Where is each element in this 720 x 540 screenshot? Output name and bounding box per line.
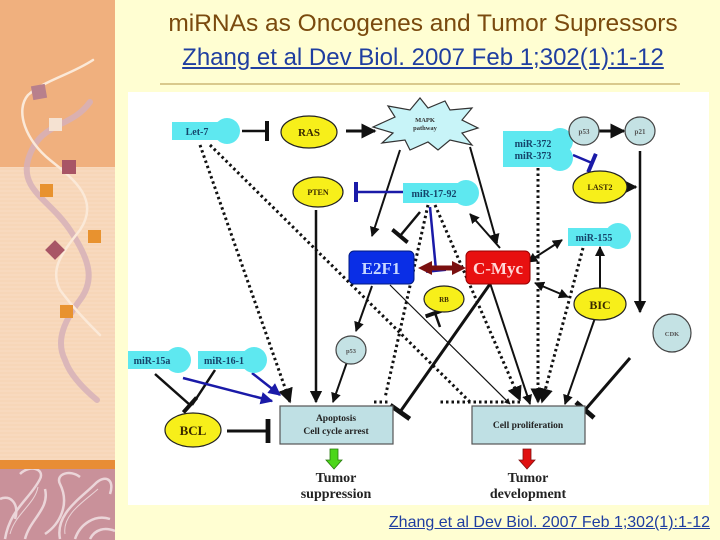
helix-square-mauve [30, 83, 48, 101]
label-cell-cycle-arrest: Cell cycle arrest [303, 427, 369, 437]
label-e2f1: E2F1 [362, 259, 401, 278]
label-last2: LAST2 [588, 183, 613, 192]
edge-mapk-cmyc [469, 146, 500, 244]
dna-helix-decoration [21, 58, 102, 403]
green-down-arrow-icon [325, 448, 343, 470]
node-rb[interactable]: RB [423, 285, 465, 313]
helix-square-orange [60, 305, 73, 318]
label-mir15a: miR-15a [134, 356, 171, 367]
node-last2[interactable]: LAST2 [572, 170, 628, 204]
node-cdk[interactable]: CDK [652, 313, 692, 353]
edge-e2f1-proliferation [389, 284, 511, 405]
node-mapk-pathway[interactable]: MAPK pathway [371, 97, 480, 151]
edge-e2f1-cmyc [418, 261, 466, 275]
edge-mir155-proliferation [538, 247, 585, 404]
label-cmyc: C-Myc [473, 259, 523, 278]
label-mir372: miR-372 [515, 139, 552, 150]
label-pten: PTEN [307, 188, 329, 197]
node-let7[interactable]: Let-7 [172, 118, 240, 144]
helix-square-orange [88, 230, 101, 243]
title-divider [160, 83, 680, 85]
label-p53-mid: p53 [346, 348, 357, 355]
footer-citation-link[interactable]: Zhang et al Dev Biol. 2007 Feb 1;302(1):… [388, 514, 710, 531]
edge-cdk-proliferation [574, 357, 632, 420]
node-mir372-373[interactable]: miR-372 miR-373 [503, 128, 573, 171]
edge-mir372-last2 [572, 153, 598, 173]
activation-links [309, 123, 647, 405]
edge-cmyc-mir1792 [469, 213, 501, 249]
label-bcl: BCL [180, 423, 207, 438]
label-mir155: miR-155 [576, 233, 613, 244]
node-mir15a[interactable]: miR-15a [128, 347, 191, 373]
helix-square-plum [62, 160, 76, 174]
edge-cmyc-proliferation [489, 282, 532, 405]
edge-bic-proliferation [563, 317, 596, 405]
edge-mir1792-rb [425, 206, 447, 273]
label-p21: p21 [635, 128, 646, 136]
edge-p53-apoptosis [331, 361, 348, 403]
red-down-arrow-icon [518, 448, 536, 470]
edge-cmyc-apoptosis [388, 283, 492, 421]
label-mir373: miR-373 [515, 151, 552, 162]
label-tumor-suppression-1: Tumor [316, 471, 357, 486]
edge-mir161-apoptosis [251, 372, 281, 396]
label-mir161: miR-16-1 [204, 356, 244, 367]
sidebar-top-panel [0, 0, 115, 167]
sidebar-paisley-pattern [0, 469, 115, 540]
edge-cmyc-mir155 [527, 239, 563, 263]
pathway-svg: Let-7 miR-17-92 miR-372 miR-373 miR-155 … [128, 97, 692, 502]
label-tumor-development-2: development [490, 487, 567, 502]
edge-mir15a-apoptosis [182, 376, 274, 405]
label-bic: BIC [589, 298, 610, 312]
slide-title: miRNAs as Oncogenes and Tumor Supressors [168, 10, 678, 37]
node-cmyc[interactable]: C-Myc [465, 250, 531, 285]
label-rb: RB [439, 296, 449, 304]
node-pten[interactable]: PTEN [292, 176, 344, 208]
label-ras: RAS [298, 127, 320, 139]
label-apoptosis: Apoptosis [316, 414, 356, 424]
edge-mir15a-bcl [154, 373, 199, 414]
sidebar-orange-band [0, 460, 115, 469]
helix-square-orange [40, 184, 53, 197]
label-mapk: MAPK [415, 117, 435, 124]
helix-square-cream [49, 118, 62, 131]
node-p53-top[interactable]: p53 [568, 116, 600, 146]
label-tumor-suppression-2: suppression [301, 487, 372, 502]
label-pathway: pathway [413, 125, 438, 132]
label-let7: Let-7 [186, 127, 209, 138]
edge-rb-inhibit [424, 307, 446, 328]
edge-let7-apoptosis [198, 144, 293, 404]
node-bic[interactable]: BIC [573, 287, 627, 321]
node-ras[interactable]: RAS [280, 115, 338, 149]
node-bcl[interactable]: BCL [164, 412, 222, 448]
blue-activation-links [182, 372, 281, 405]
edge-mir161-bcl [190, 369, 217, 406]
sidebar-edge [115, 0, 123, 540]
node-apoptosis[interactable]: Apoptosis Cell cycle arrest [279, 405, 394, 445]
label-p53-top: p53 [579, 128, 590, 136]
edge-e2f1-p53 [354, 285, 373, 332]
edge-cmyc-bic [534, 281, 569, 299]
inhibition-links [154, 121, 632, 443]
node-mir1792[interactable]: miR-17-92 [403, 180, 479, 206]
node-cell-proliferation[interactable]: Cell proliferation [471, 405, 586, 445]
label-mir1792: miR-17-92 [412, 189, 457, 200]
node-p53-mid[interactable]: p53 [335, 335, 367, 365]
edge-mir1792-e2f1 [391, 211, 421, 244]
label-tumor-development-1: Tumor [508, 471, 549, 486]
mirna-pathway-diagram: Let-7 miR-17-92 miR-372 miR-373 miR-155 … [128, 92, 709, 505]
node-e2f1[interactable]: E2F1 [348, 250, 415, 285]
node-p21[interactable]: p21 [624, 116, 656, 146]
node-mir155[interactable]: miR-155 [568, 223, 631, 249]
label-cdk: CDK [665, 331, 679, 338]
label-cell-proliferation: Cell proliferation [493, 421, 564, 431]
decorative-sidebar [0, 0, 115, 540]
citation-link[interactable]: Zhang et al Dev Biol. 2007 Feb 1;302(1):… [182, 44, 664, 71]
edge-let7-proliferation [208, 143, 472, 404]
node-mir161[interactable]: miR-16-1 [198, 347, 267, 373]
blue-inhibition-links [354, 153, 598, 273]
